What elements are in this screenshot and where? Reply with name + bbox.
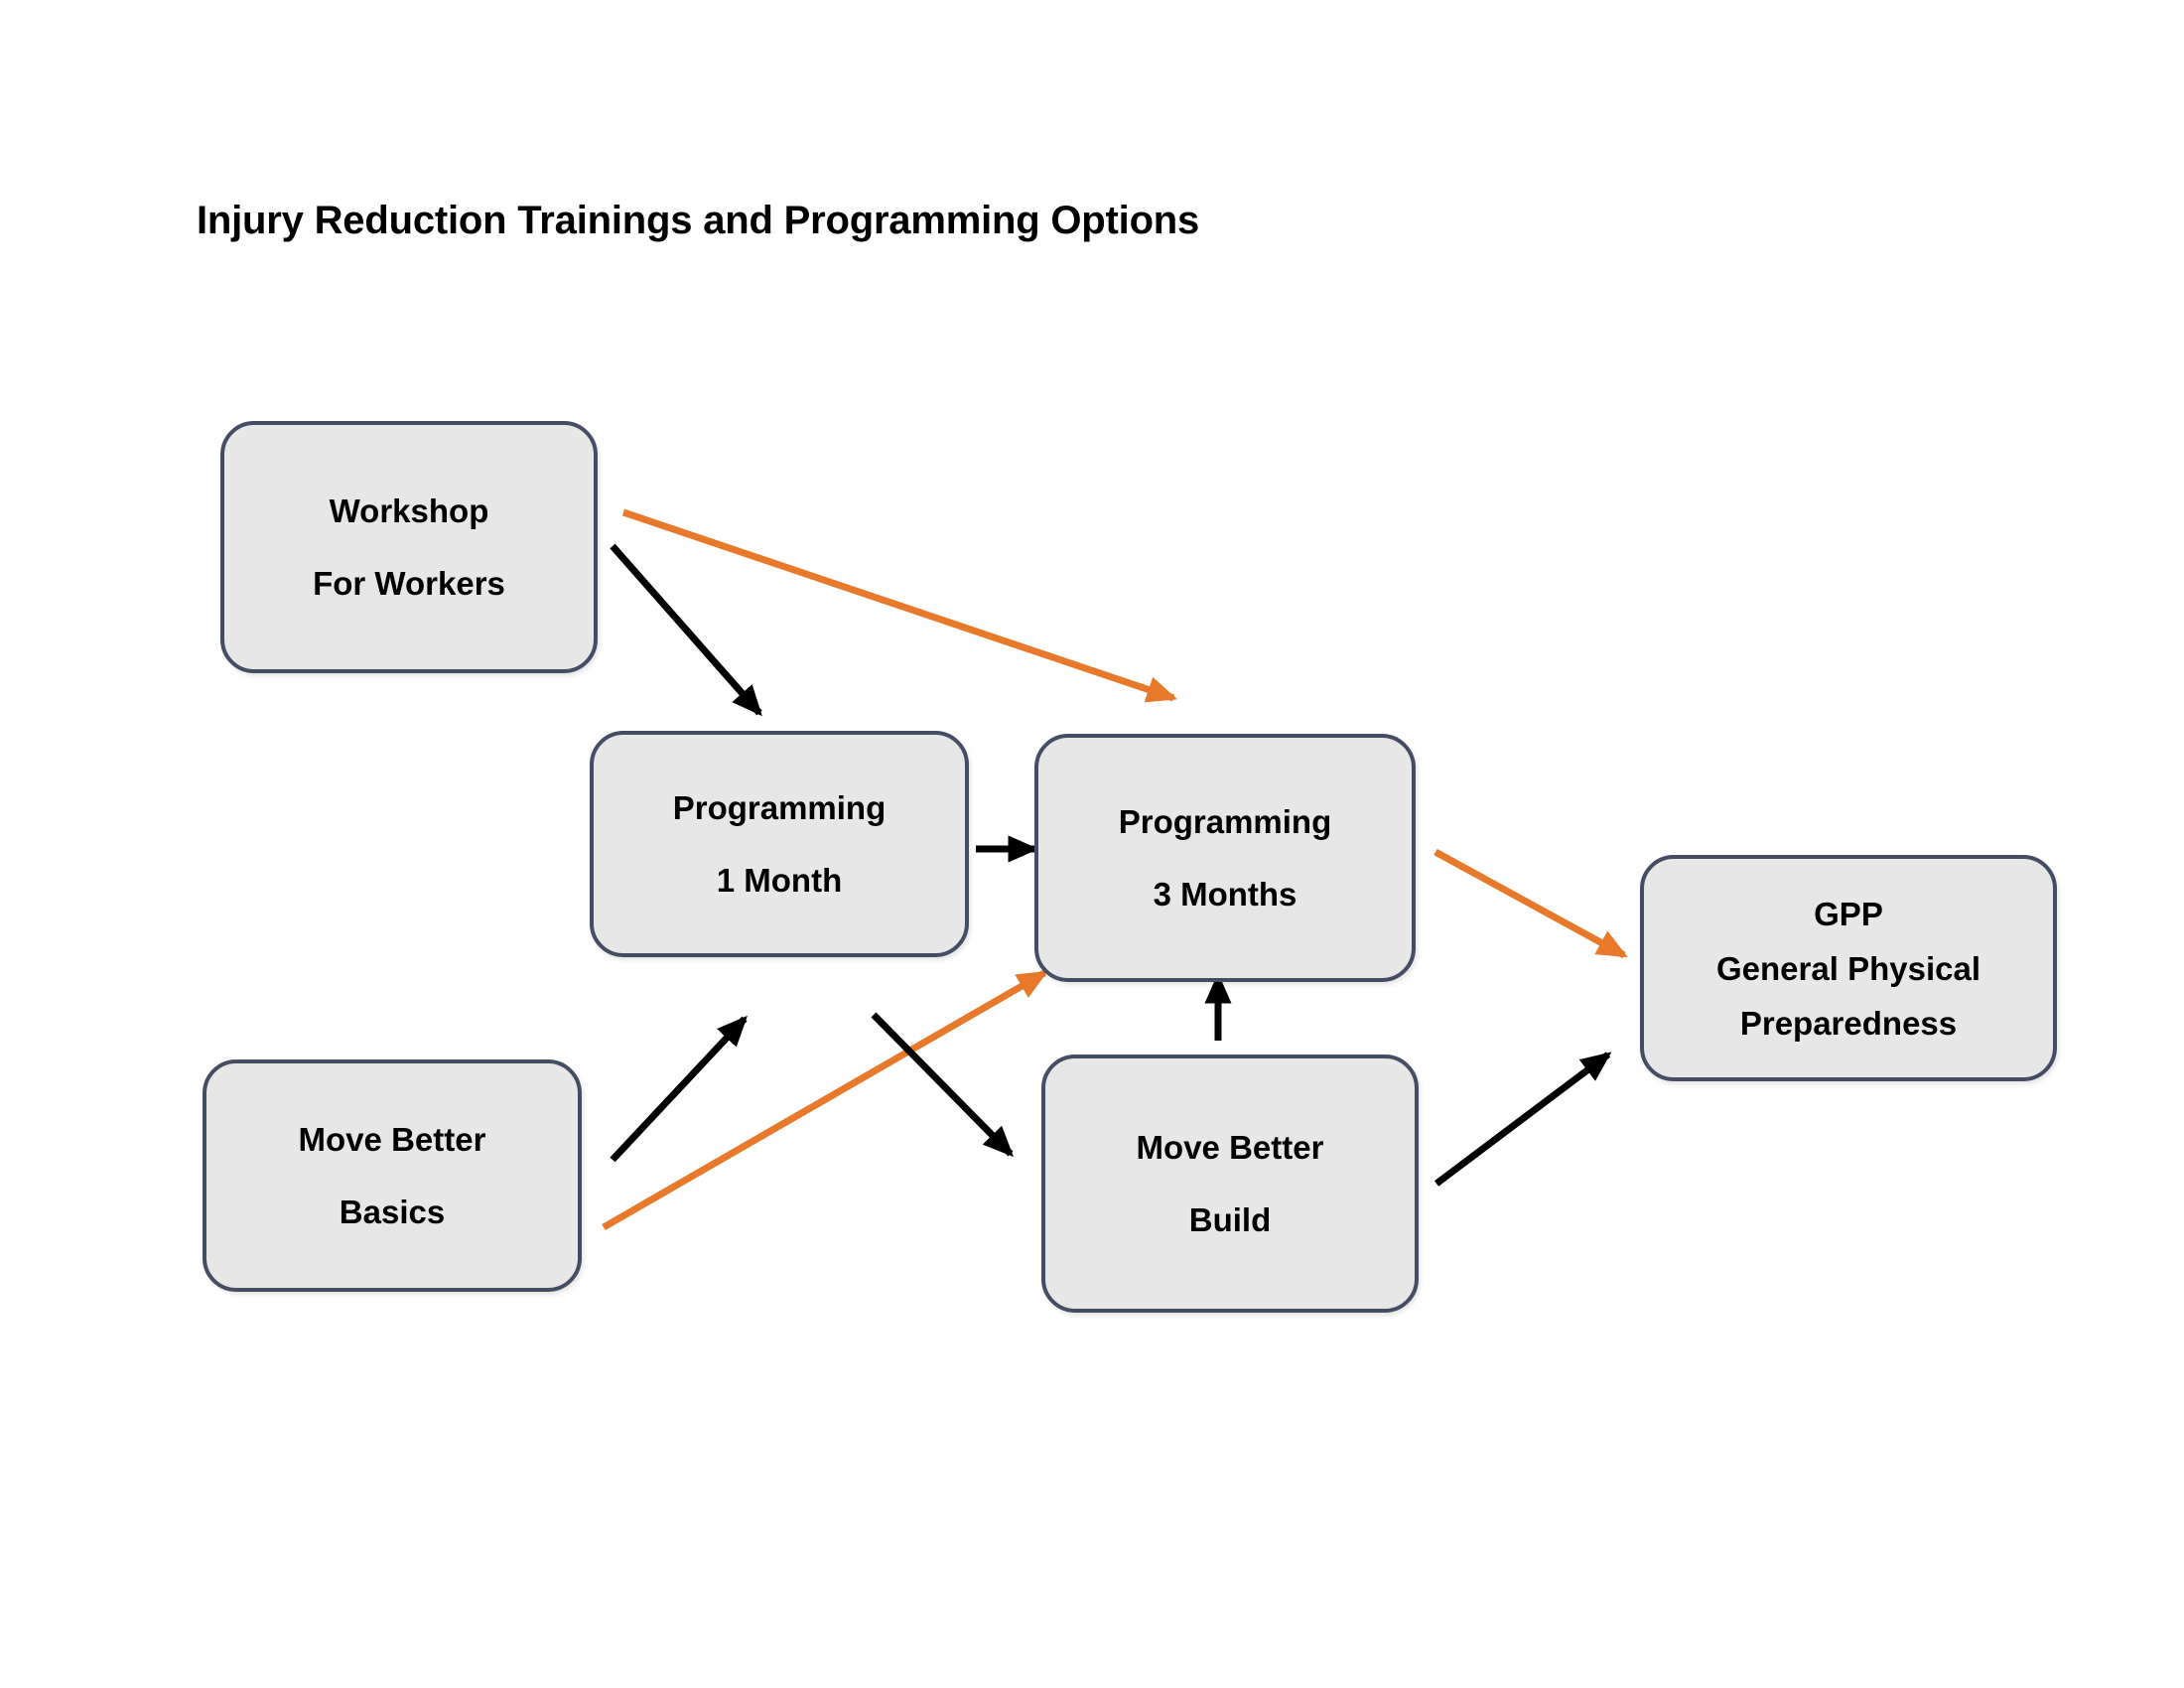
node-label: Build	[1188, 1201, 1272, 1238]
arrow-workshop-to-programming-3-months	[621, 508, 1178, 703]
arrow-workshop-to-programming-1-month	[610, 543, 762, 717]
node-label: For Workers	[313, 565, 505, 602]
node-label: Move Better	[1136, 1129, 1324, 1166]
node-label: 1 Month	[716, 862, 843, 899]
node-label: Move Better	[298, 1121, 486, 1158]
arrow-move-better-basics-to-programming-1-month	[610, 1015, 748, 1163]
node-label: Workshop	[329, 492, 489, 529]
node-label: Basics	[339, 1194, 446, 1230]
node-label: General Physical	[1716, 949, 1980, 987]
node-label: GPP	[1814, 895, 1883, 932]
node-programming-3-months[interactable]: Programming 3 Months	[1034, 734, 1416, 982]
node-label: Programming	[1118, 803, 1332, 840]
node-programming-1-month[interactable]: Programming 1 Month	[590, 731, 969, 957]
node-label: 3 Months	[1153, 876, 1297, 913]
arrow-programming-3-months-to-gpp	[1433, 848, 1628, 959]
node-label: Programming	[672, 789, 887, 826]
page-title: Injury Reduction Trainings and Programmi…	[197, 199, 1200, 242]
arrow-move-better-basics-to-programming-3-months	[602, 969, 1048, 1231]
arrow-move-better-build-to-gpp	[1433, 1052, 1612, 1187]
node-label: Preparedness	[1739, 1004, 1958, 1042]
arrow-programming-1-month-to-move-better-build	[871, 1012, 1015, 1158]
